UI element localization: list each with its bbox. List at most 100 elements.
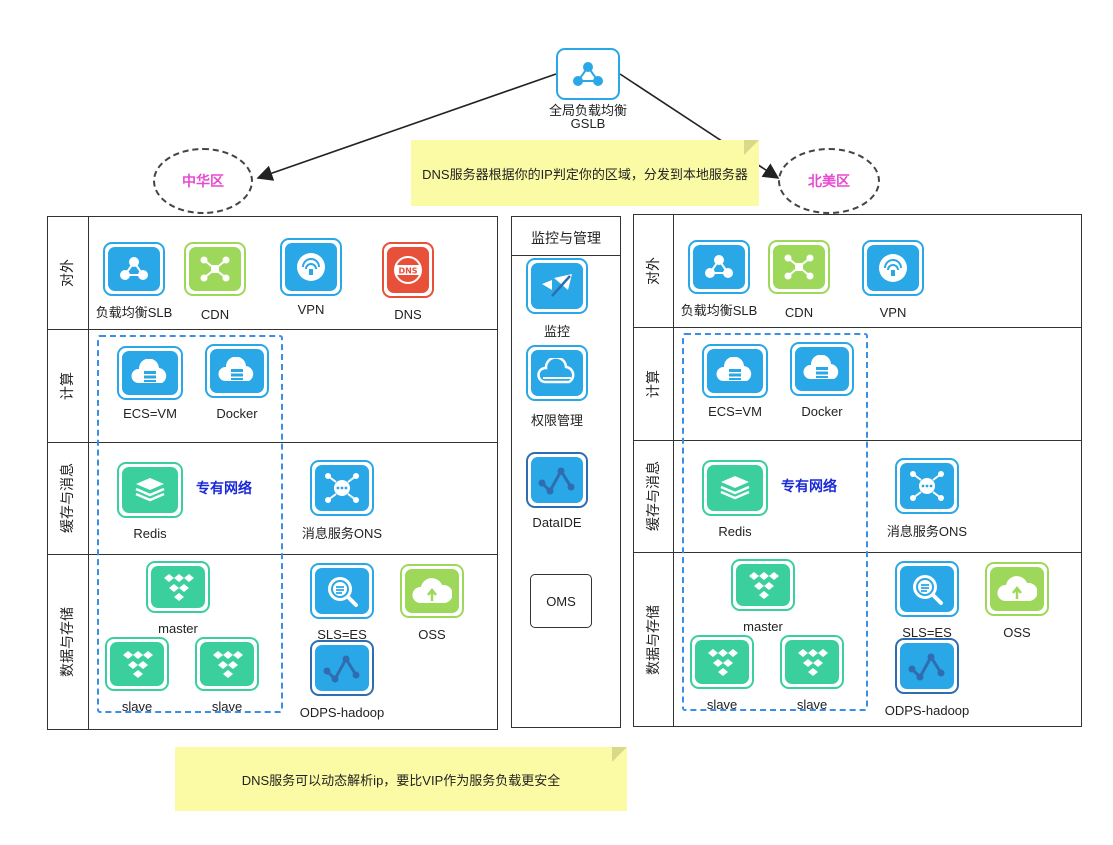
oss-label: OSS <box>418 627 446 642</box>
arrow-gslb-to-china <box>256 73 557 181</box>
vpn-icon <box>879 254 907 282</box>
region-north-america[interactable]: 北美区 <box>778 148 880 214</box>
data-graph-icon <box>538 467 575 495</box>
na-vpc-label: 专有网络 <box>781 478 837 494</box>
na-slave-tile-2[interactable] <box>780 635 844 689</box>
message-hub-icon <box>910 471 944 501</box>
load-balancer-icon <box>120 257 148 280</box>
na-ecs-label: ECS=VM <box>708 404 762 419</box>
slb-label: 负载均衡SLB <box>95 305 173 320</box>
na-slave-tile-1[interactable] <box>690 635 754 689</box>
cdn-tile[interactable] <box>184 242 246 296</box>
permission-label: 权限管理 <box>530 413 584 428</box>
load-balancer-icon <box>705 255 733 278</box>
oms-box[interactable]: OMS <box>530 574 592 628</box>
vpn-icon <box>297 253 325 281</box>
redis-label: Redis <box>133 526 167 541</box>
svg-text:DNS: DNS <box>398 267 417 276</box>
ecs-tile[interactable] <box>117 346 183 400</box>
na-row-label-external: 对外 <box>645 256 661 285</box>
ons-tile[interactable] <box>310 460 374 516</box>
na-oss-tile[interactable] <box>985 562 1049 616</box>
region-na-label: 北美区 <box>808 173 850 189</box>
slave-label-2: slave <box>211 699 243 714</box>
dns-security-note-text: DNS服务可以动态解析ip，要比VIP作为服务负载更安全 <box>241 772 561 788</box>
dns-globe-icon: DNS <box>394 256 422 284</box>
cloud-container-icon <box>218 357 254 381</box>
dns-routing-note-text: DNS服务器根据你的IP判定你的区域，分发到本地服务器 <box>422 166 748 182</box>
na-slb-label: 负载均衡SLB <box>680 303 758 318</box>
vpc-boundary <box>97 335 283 713</box>
sls-tile[interactable] <box>310 563 374 619</box>
redis-tile[interactable] <box>117 462 183 518</box>
na-vpc-boundary <box>682 333 868 711</box>
na-docker-tile[interactable] <box>790 342 854 396</box>
database-hexagon-icon <box>798 649 828 676</box>
na-odps-tile[interactable] <box>895 638 959 694</box>
docker-tile[interactable] <box>205 344 269 398</box>
cloud-container-icon <box>803 355 839 379</box>
na-vpn-label: VPN <box>879 305 907 320</box>
log-search-icon <box>328 577 358 607</box>
cloud-storage-icon <box>997 576 1037 601</box>
cloud-server-icon <box>131 359 167 383</box>
slave-tile-1[interactable] <box>105 637 169 691</box>
data-graph-icon <box>908 653 945 681</box>
cloud-server-icon <box>716 357 752 381</box>
redis-stack-icon <box>135 478 165 502</box>
slave-label-1: slave <box>121 699 153 714</box>
vpn-tile[interactable] <box>280 238 342 296</box>
row-label-compute: 计算 <box>59 371 75 400</box>
dns-security-note: DNS服务可以动态解析ip，要比VIP作为服务负载更安全 <box>175 747 627 811</box>
permission-tile[interactable] <box>526 345 588 401</box>
dataide-label: DataIDE <box>532 515 582 530</box>
na-row-label-compute: 计算 <box>645 369 661 398</box>
message-hub-icon <box>325 473 359 503</box>
na-cdn-tile[interactable] <box>768 240 830 294</box>
na-sls-tile[interactable] <box>895 561 959 617</box>
na-docker-label: Docker <box>801 404 843 419</box>
na-ons-tile[interactable] <box>895 458 959 514</box>
cloud-permission-icon <box>537 358 575 384</box>
gslb-label: 全局负载均衡 <box>548 103 628 118</box>
na-redis-tile[interactable] <box>702 460 768 516</box>
gslb-sublabel: GSLB <box>570 116 606 131</box>
odps-tile[interactable] <box>310 640 374 696</box>
vpn-label: VPN <box>297 302 325 317</box>
region-china[interactable]: 中华区 <box>153 148 253 214</box>
dataide-tile[interactable] <box>526 452 588 508</box>
row-label-cache: 缓存与消息 <box>59 463 75 533</box>
na-oss-label: OSS <box>1003 625 1031 640</box>
monitor-tile[interactable] <box>526 258 588 314</box>
redis-stack-icon <box>720 476 750 500</box>
row-label-external: 对外 <box>59 258 75 287</box>
na-vpn-tile[interactable] <box>862 240 924 296</box>
master-label: master <box>158 621 198 636</box>
dns-label: DNS <box>394 307 422 322</box>
oms-label: OMS <box>546 593 576 609</box>
odps-label: ODPS-hadoop <box>299 705 385 720</box>
ecs-label: ECS=VM <box>123 406 177 421</box>
na-redis-label: Redis <box>718 524 752 539</box>
na-cdn-label: CDN <box>784 305 814 320</box>
master-tile[interactable] <box>146 561 210 613</box>
na-slb-tile[interactable] <box>688 240 750 294</box>
data-graph-icon <box>323 655 360 683</box>
slb-tile[interactable] <box>103 242 165 296</box>
dns-tile[interactable]: DNS <box>382 242 434 298</box>
na-master-label: master <box>743 619 783 634</box>
na-ons-label: 消息服务ONS <box>886 524 968 539</box>
slave-tile-2[interactable] <box>195 637 259 691</box>
na-ecs-tile[interactable] <box>702 344 768 398</box>
database-hexagon-icon <box>708 649 738 676</box>
load-balancer-icon <box>573 62 603 86</box>
database-hexagon-icon <box>749 572 779 599</box>
oss-tile[interactable] <box>400 564 464 618</box>
region-china-label: 中华区 <box>182 173 224 189</box>
database-hexagon-icon <box>213 651 243 678</box>
na-master-tile[interactable] <box>731 559 795 611</box>
na-odps-label: ODPS-hadoop <box>884 703 970 718</box>
sls-label: SLS=ES <box>317 627 367 642</box>
cloud-storage-icon <box>412 578 452 603</box>
gslb-node[interactable] <box>556 48 620 100</box>
